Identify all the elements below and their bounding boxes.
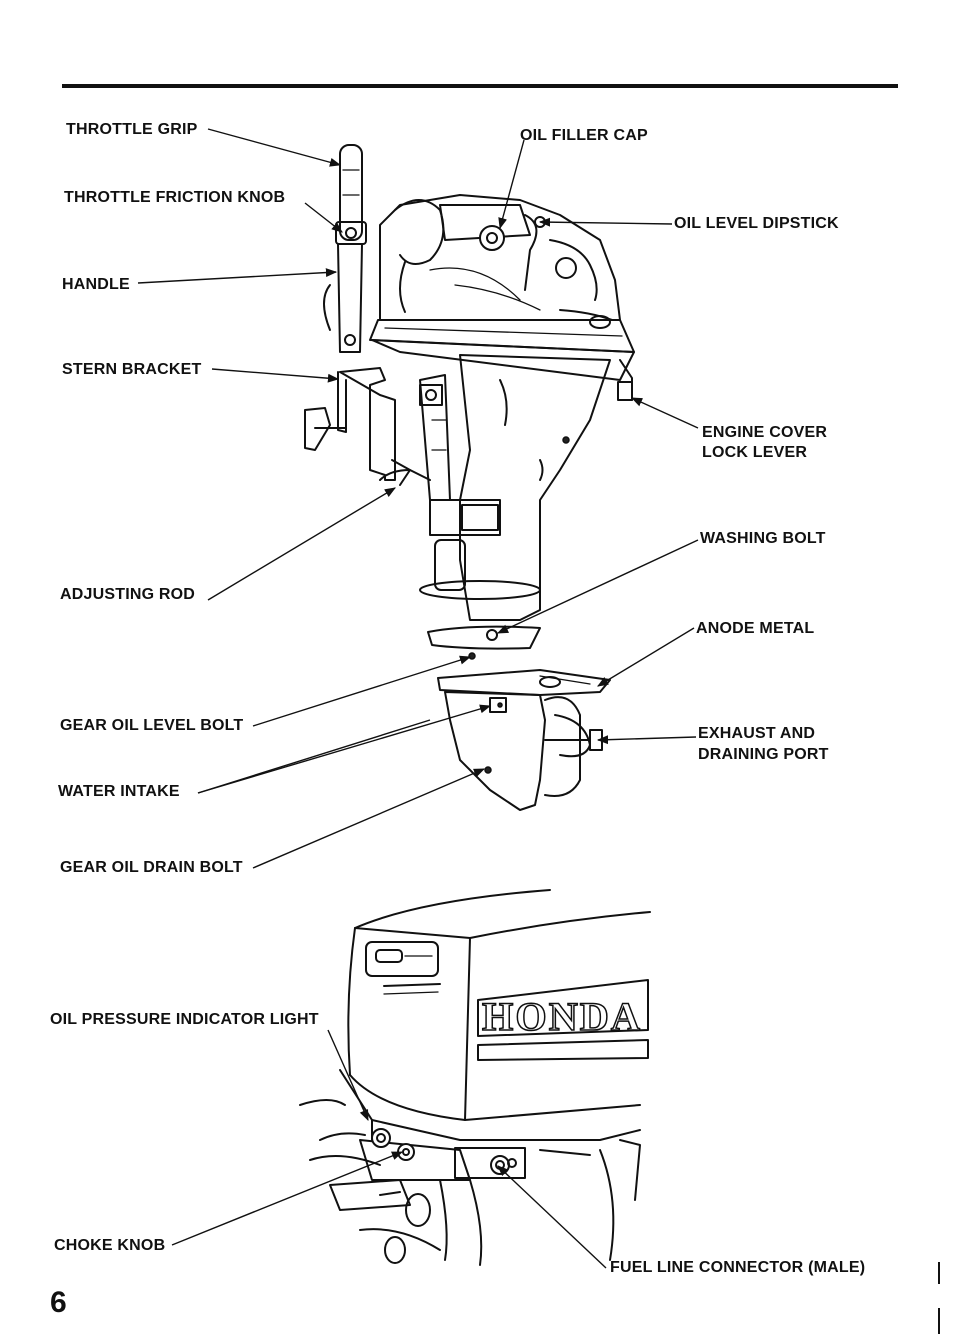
engine-cover-view: HONDA	[299, 889, 651, 1266]
gear-case	[444, 691, 546, 811]
label-gear-oil-level-bolt: GEAR OIL LEVEL BOLT	[60, 717, 244, 734]
label-oil-pressure-indicator-light: OIL PRESSURE INDICATOR LIGHT	[50, 1011, 319, 1028]
top-rule	[62, 84, 898, 88]
engine-cover-base	[369, 319, 635, 401]
leader-lines-lower	[171, 1029, 607, 1269]
page-number: 6	[50, 1286, 67, 1319]
tiller-handle	[323, 144, 367, 353]
label-oil-filler-cap: OIL FILLER CAP	[520, 127, 648, 144]
label-fuel-line-connector: FUEL LINE CONNECTOR (MALE)	[610, 1259, 866, 1276]
label-engine-cover-lock-lever-line2: LOCK LEVER	[702, 444, 808, 461]
honda-logo: HONDA	[482, 994, 642, 1039]
margin-mark-upper	[938, 1262, 940, 1284]
label-throttle-friction-knob: THROTTLE FRICTION KNOB	[64, 189, 286, 206]
margin-mark-lower	[938, 1308, 940, 1334]
label-oil-level-dipstick: OIL LEVEL DIPSTICK	[674, 215, 839, 232]
propeller	[544, 696, 603, 797]
outboard-motor-side-view	[304, 144, 635, 811]
midsection	[419, 354, 611, 621]
label-choke-knob: CHOKE KNOB	[54, 1237, 166, 1254]
label-throttle-grip: THROTTLE GRIP	[66, 121, 198, 138]
label-stern-bracket: STERN BRACKET	[62, 361, 202, 378]
leader-lines-upper	[137, 128, 699, 869]
label-adjusting-rod: ADJUSTING ROD	[60, 586, 196, 603]
label-anode-metal: ANODE METAL	[696, 620, 815, 637]
label-gear-oil-drain-bolt: GEAR OIL DRAIN BOLT	[60, 859, 243, 876]
label-exhaust-line1: EXHAUST AND	[698, 725, 816, 742]
label-engine-cover-lock-lever-line1: ENGINE COVER	[702, 424, 828, 441]
label-water-intake: WATER INTAKE	[58, 783, 180, 800]
label-exhaust-line2: DRAINING PORT	[698, 746, 829, 763]
power-head	[379, 194, 621, 329]
label-washing-bolt: WASHING BOLT	[700, 530, 826, 547]
stern-bracket	[304, 367, 451, 501]
cavitation-plates	[427, 625, 611, 696]
label-handle: HANDLE	[62, 276, 130, 293]
